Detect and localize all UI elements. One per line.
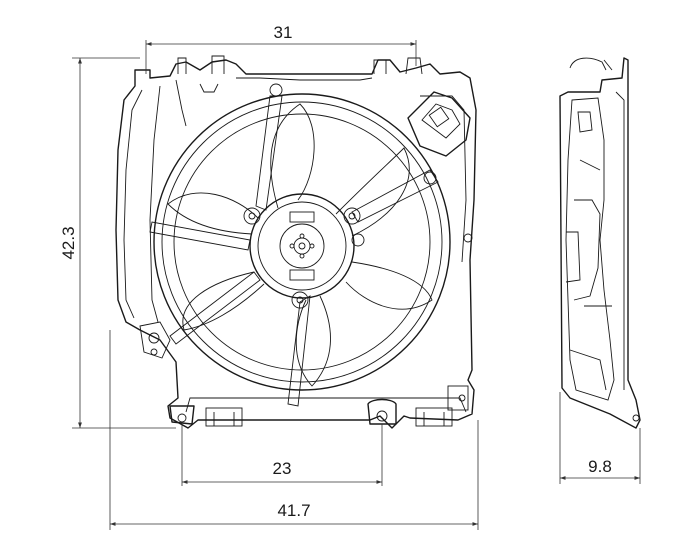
mount-foot-left: [169, 405, 195, 425]
dim-overall-width: 41.7: [109, 330, 479, 530]
side-view: [559, 57, 641, 429]
side-profile: [559, 57, 641, 429]
dim-height-label: 42.3: [59, 226, 78, 259]
dim-depth: 9.8: [559, 392, 641, 484]
dim-bottom-mount-label: 23: [273, 459, 292, 478]
dim-height: 42.3: [59, 57, 176, 429]
dim-top-width: 31: [145, 23, 417, 74]
dim-depth-label: 9.8: [588, 457, 612, 476]
dim-top-width-label: 31: [274, 23, 293, 42]
fan-struts: [149, 95, 439, 407]
connector-housing: [407, 91, 471, 157]
fan-ring-outer: [153, 93, 451, 391]
front-view: [115, 55, 477, 429]
fan-blades: [167, 103, 433, 387]
mount-foot-right: [367, 398, 397, 425]
dim-bottom-mount: 23: [181, 424, 383, 486]
shroud-outline: [115, 59, 477, 429]
dim-overall-width-label: 41.7: [277, 501, 310, 520]
